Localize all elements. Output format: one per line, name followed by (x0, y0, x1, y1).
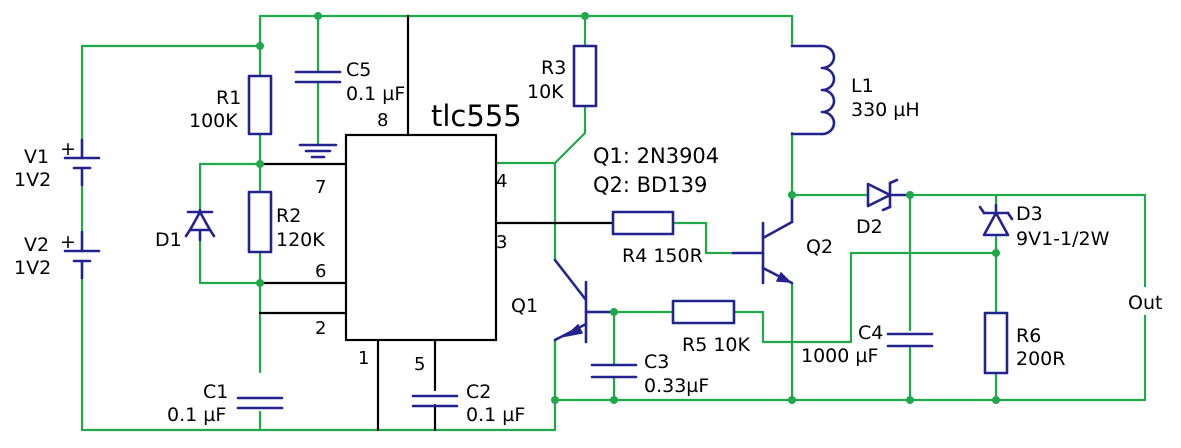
battery-v2: + V2 1V2 (14, 230, 101, 280)
resistor-r4-label: R4 150R (622, 245, 703, 267)
resistor-r5: R5 10K (671, 299, 751, 356)
resistor-r6-ref: R6 (1016, 325, 1041, 347)
output-label-bg (1125, 287, 1167, 315)
diode-d1: D1 (155, 208, 216, 251)
battery-v2-value: 1V2 (14, 257, 51, 279)
pin-4-label: 4 (496, 171, 507, 192)
resistor-r3: R3 10K (527, 44, 598, 108)
capacitor-c3-value: 0.33µF (644, 375, 709, 397)
zener-d3-ref: D3 (1016, 203, 1043, 225)
diode-d2-ref: D2 (856, 216, 883, 238)
capacitor-c4-ref: C4 (858, 322, 883, 344)
transistor-q1-ref: Q1 (511, 295, 538, 317)
resistor-r3-value: 10K (527, 81, 564, 103)
pin-2-label: 2 (315, 318, 326, 339)
pin-6-label: 6 (315, 261, 326, 282)
capacitor-c1-ref: C1 (203, 381, 228, 403)
battery-v1: + V1 1V2 (14, 138, 101, 191)
inductor-l1-value: 330 µH (851, 99, 920, 121)
diode-d1-ref: D1 (155, 229, 182, 251)
capacitor-c5: C5 0.1 µF (294, 59, 405, 159)
resistor-r3-ref: R3 (541, 57, 566, 79)
junction-dots (256, 12, 1000, 404)
resistor-r6: R6 200R (983, 311, 1065, 375)
battery-v1-ref: V1 (24, 146, 49, 168)
capacitor-c5-value: 0.1 µF (346, 83, 405, 105)
resistor-r2: R2 120K (247, 190, 325, 254)
note-q2-part: Q2: BD139 (593, 173, 707, 197)
wires (80, 14, 1147, 432)
capacitor-c4-value: 1000 µF (801, 345, 878, 367)
resistor-r2-value: 120K (276, 229, 325, 251)
transistor-q2-ref: Q2 (806, 236, 833, 258)
resistor-r5-label: R5 10K (682, 334, 751, 356)
chip-name: tlc555 (431, 99, 522, 133)
capacitor-c1: C1 0.1 µF (167, 381, 284, 426)
inductor-l1: L1 330 µH (790, 44, 920, 136)
zener-d3: D3 9V1-1/2W (978, 203, 1110, 250)
capacitor-c3: C3 0.33µF (590, 351, 709, 397)
inductor-l1-ref: L1 (851, 75, 874, 97)
output-label: Out (1128, 292, 1162, 314)
zener-d3-value: 9V1-1/2W (1016, 228, 1110, 250)
note-q1-part: Q1: 2N3904 (593, 144, 719, 168)
transistor-q1: Q1 (511, 258, 616, 344)
resistor-r2-ref: R2 (276, 205, 301, 227)
capacitor-c2-value: 0.1 µF (466, 404, 525, 426)
pin-3-label: 3 (496, 232, 507, 253)
resistor-r4: R4 150R (611, 210, 703, 267)
capacitor-c3-ref: C3 (644, 351, 669, 373)
capacitor-c2: C2 0.1 µF (411, 381, 525, 426)
pin-1-label: 1 (358, 348, 369, 369)
pin-7-label: 7 (315, 177, 326, 198)
resistor-r1-value: 100K (189, 110, 238, 132)
transistor-q2: Q2 (731, 193, 833, 285)
capacitor-c4: C4 1000 µF (801, 322, 934, 367)
timer-chip: tlc555 8 7 6 2 1 5 4 3 (315, 99, 522, 375)
resistor-r1: R1 100K (189, 74, 273, 136)
capacitor-c1-value: 0.1 µF (167, 404, 226, 426)
pin-8-label: 8 (377, 110, 388, 131)
battery-v2-plus: + (60, 231, 76, 253)
resistor-r6-value: 200R (1016, 348, 1065, 370)
resistor-r1-ref: R1 (216, 87, 241, 109)
capacitor-c5-ref: C5 (346, 59, 371, 81)
diode-d2: D2 (856, 178, 907, 238)
pin-5-label: 5 (414, 354, 425, 375)
chip-body (344, 133, 498, 342)
capacitor-c2-ref: C2 (466, 381, 491, 403)
battery-v1-value: 1V2 (14, 169, 51, 191)
chip-wires (258, 14, 615, 432)
battery-v2-ref: V2 (24, 234, 49, 256)
battery-v1-plus: + (60, 138, 76, 160)
